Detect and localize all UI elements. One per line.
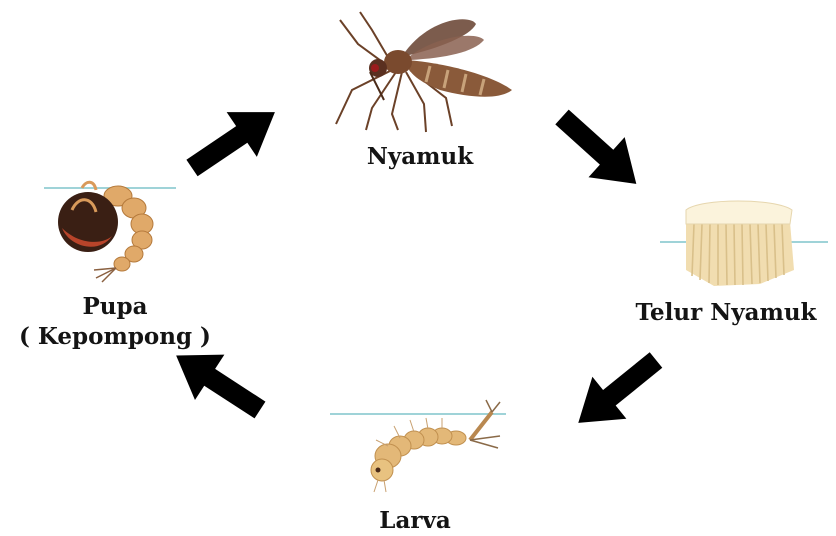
larva-illustration xyxy=(330,400,506,492)
label-larva: Larva xyxy=(340,506,490,536)
label-pupa-line2: ( Kepompong ) xyxy=(0,322,230,352)
arrow-pupa-to-mosquito xyxy=(177,90,290,191)
mosquito-illustration xyxy=(336,12,512,132)
arrow-mosquito-to-egg xyxy=(544,97,654,204)
label-telur-nyamuk: Telur Nyamuk xyxy=(616,298,836,328)
label-pupa-line1: Pupa xyxy=(0,292,230,322)
pupa-illustration xyxy=(44,182,176,282)
arrow-egg-to-larva xyxy=(561,339,673,444)
egg-raft-illustration xyxy=(660,201,828,286)
label-nyamuk: Nyamuk xyxy=(330,142,510,172)
label-pupa: Pupa ( Kepompong ) xyxy=(0,292,230,352)
